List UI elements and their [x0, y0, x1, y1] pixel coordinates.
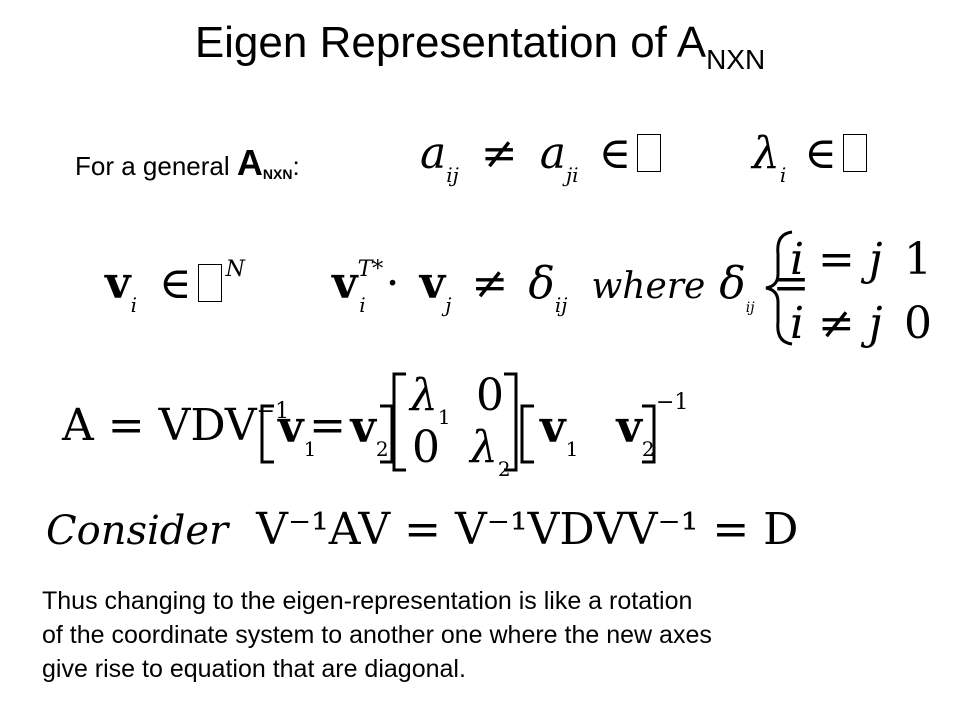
bracket-right-3 — [642, 404, 656, 464]
eq4-v2: v — [419, 258, 446, 309]
eq2-in: ∈ — [804, 128, 837, 179]
eq5-s2b: 2 — [641, 437, 655, 461]
field-placeholder-box — [197, 263, 222, 302]
explanation-line-1: Thus changing to the eigen-representatio… — [42, 587, 693, 615]
general-subscript: NXN — [262, 166, 293, 182]
eq5-v2b: v — [616, 402, 642, 453]
case-2-value: 0 — [904, 298, 932, 349]
eq5-l1: λ — [410, 370, 438, 421]
bracket-left-1 — [260, 404, 274, 464]
eq5-lhs: A = VDV — [62, 400, 257, 451]
matrix-v-row-2: v1 v2 — [540, 402, 655, 461]
eq4-dot: · — [385, 258, 400, 309]
case-2-condition: i ≠ j — [790, 298, 883, 349]
eq4-delta: δ — [528, 258, 555, 309]
eq5-l2: λ — [470, 422, 498, 473]
eq2-lambda: λ — [752, 128, 780, 179]
explanation-line-3: give rise to equation that are diagonal. — [42, 655, 466, 683]
eq2-i: i — [779, 163, 787, 187]
case-1-condition: i = j — [790, 234, 883, 285]
eq3-N: N — [225, 257, 245, 282]
general-statement: For a general ANXN: — [75, 142, 300, 184]
equation-consider: Consider V⁻¹AV = V⁻¹VDVV⁻¹ = D — [46, 504, 798, 555]
bracket-right-2 — [504, 372, 518, 472]
matrix-v-row: v1 v2 — [278, 402, 389, 461]
bracket-right-1 — [380, 404, 394, 464]
bracket-left-3 — [520, 404, 534, 464]
explanation-line-2: of the coordinate system to another one … — [42, 621, 712, 649]
eq5-s1: 1 — [303, 437, 317, 461]
field-placeholder-box — [842, 133, 867, 172]
general-A: A — [236, 142, 263, 183]
general-prefix: For a general — [75, 151, 237, 181]
eq5-inverse-exponent: −1 — [656, 390, 689, 415]
eq5-v1b: v — [540, 402, 566, 453]
eq3-i: i — [130, 293, 137, 317]
eq6-consider: Consider — [46, 508, 229, 554]
eq5-v2: v — [350, 402, 376, 453]
case-1-value: 1 — [904, 234, 932, 285]
equation-v-space: vi ∈ N — [105, 257, 245, 317]
eq4-T: T* — [357, 257, 384, 282]
matrix-d-11: λ1 — [410, 370, 451, 429]
eq3-v: v — [105, 258, 131, 309]
eq1-ne: ≠ — [480, 128, 518, 179]
matrix-d-12: 0 — [476, 370, 504, 421]
cases-brace — [765, 230, 793, 346]
eq6-expr: V⁻¹AV = V⁻¹VDVV⁻¹ = D — [256, 504, 799, 555]
eq5-s1b: 1 — [565, 437, 579, 461]
eq5-s2: 2 — [375, 437, 389, 461]
slide-title: Eigen Representation of ANXN — [0, 18, 960, 76]
eq1-ij: ij — [446, 163, 459, 187]
eq5-eq: = — [309, 400, 346, 451]
eq4-delta2: δ — [719, 258, 746, 309]
eq4-j: j — [445, 293, 452, 317]
equation-lambda: λi ∈ — [752, 128, 867, 187]
matrix-d-21: 0 — [412, 422, 440, 473]
equation-decomposition-lhs: A = VDV−1 = — [62, 399, 346, 451]
matrix-d-22: λ2 — [470, 422, 511, 481]
eq4-ij: ij — [554, 293, 568, 317]
eq1-in: ∈ — [598, 128, 632, 179]
eq5-ls1: 1 — [437, 405, 451, 429]
equation-orthogonality: vT*i · vj ≠ δij where δij = — [332, 257, 809, 317]
general-colon: : — [292, 151, 300, 181]
eq3-in: ∈ — [158, 258, 192, 309]
eq4-v: v — [332, 258, 358, 309]
eq4-ij2: ij — [745, 300, 755, 316]
field-placeholder-box — [637, 133, 662, 172]
eq5-v1: v — [278, 402, 304, 453]
eq4-ne: ≠ — [471, 258, 509, 309]
eq4-i: i — [359, 293, 366, 317]
eq1-a2: a — [539, 128, 566, 179]
bracket-left-2 — [392, 372, 406, 472]
eq1-a: a — [420, 128, 447, 179]
explanation-text: Thus changing to the eigen-representatio… — [42, 584, 922, 686]
eq4-where: where — [591, 266, 706, 307]
equation-a-entries: aij ≠ aji ∈ — [420, 128, 662, 187]
slide-title-main: Eigen Representation of A — [194, 18, 707, 67]
slide-title-subscript: NXN — [706, 44, 766, 75]
eq1-ji: ji — [565, 163, 579, 187]
